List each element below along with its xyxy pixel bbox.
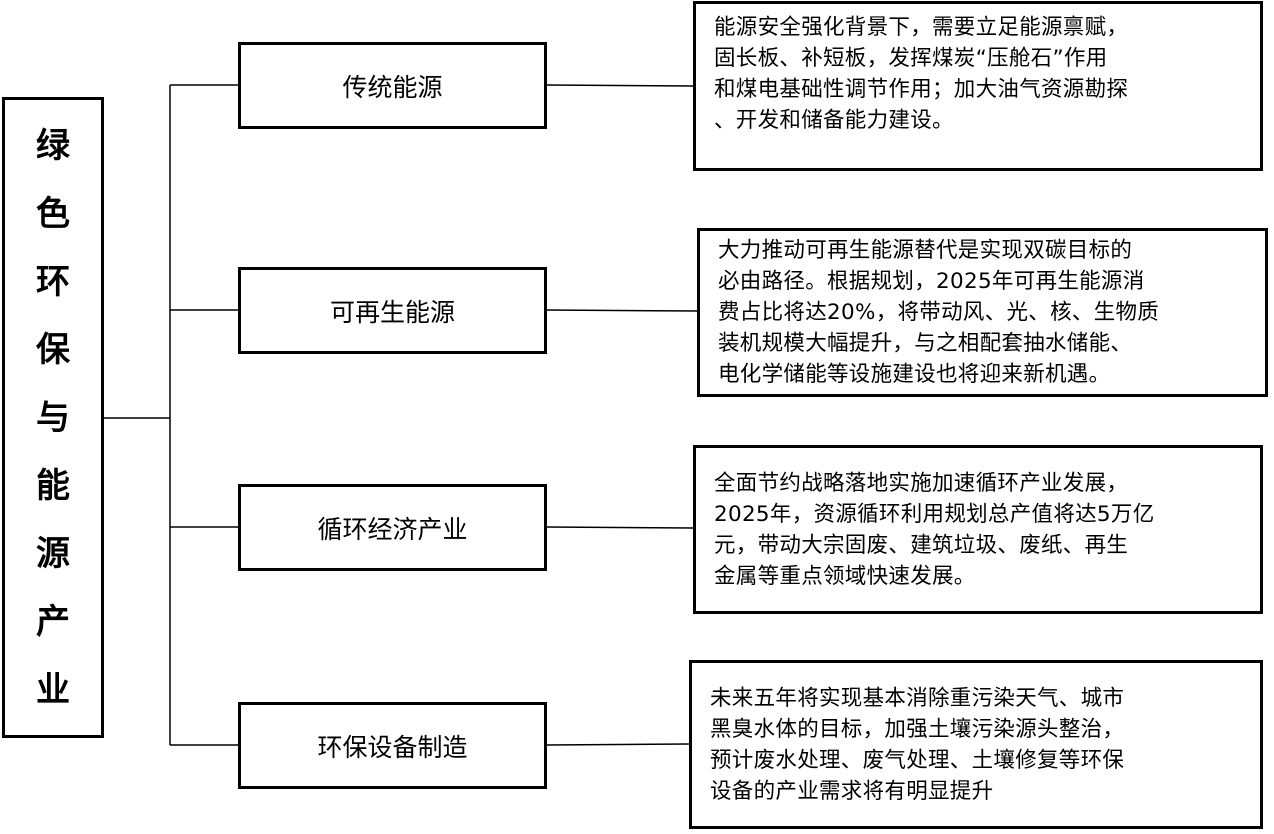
root-char: 环 [36,261,70,302]
root-char: 绿 [36,125,70,166]
desc-circular-economy: 全面节约战略落地实施加速循环产业发展， 2025年，资源循环利用规划总产值将达5… [693,445,1263,614]
desc-line: 固长板、补短板，发挥煤炭“压舱石”作用 [714,46,1108,71]
desc-line: 预计废水处理、废气处理、土壤修复等环保 [710,748,1125,773]
desc-line: 、开发和储备能力建设。 [714,108,954,133]
branch-node-traditional-energy: 传统能源 [238,42,547,129]
branch-node-env-equipment: 环保设备制造 [238,702,547,789]
root-char: 能 [36,465,70,506]
root-char: 产 [36,601,70,642]
desc-connector [545,743,690,746]
desc-line: 金属等重点领域快速发展。 [714,564,976,589]
desc-line: 能源安全强化背景下，需要立足能源禀赋， [714,15,1129,40]
root-char: 色 [36,193,70,234]
root-node: 绿 色 环 保 与 能 源 产 业 [2,97,104,738]
desc-line: 设备的产业需求将有明显提升 [710,779,994,804]
root-char: 保 [36,329,70,370]
desc-line: 全面节约战略落地实施加速循环产业发展， [714,471,1129,496]
desc-connector [545,526,694,529]
branch-node-renewable-energy: 可再生能源 [238,267,547,354]
desc-line: 2025年，资源循环利用规划总产值将达5万亿 [714,502,1155,527]
desc-connector [545,309,698,312]
desc-line: 费占比将达20%，将带动风、光、核、生物质 [718,300,1160,325]
desc-line: 黑臭水体的目标，加强土壤污染源头整治， [710,717,1125,742]
desc-line: 和煤电基础性调节作用；加大油气资源勘探 [714,77,1129,102]
desc-line: 必由路径。根据规划，2025年可再生能源消 [718,269,1145,294]
root-char: 业 [36,669,70,710]
desc-line: 元，带动大宗固废、建筑垃圾、废纸、再生 [714,533,1129,558]
desc-traditional-energy: 能源安全强化背景下，需要立足能源禀赋， 固长板、补短板，发挥煤炭“压舱石”作用 … [693,1,1263,171]
desc-line: 未来五年将实现基本消除重污染天气、城市 [710,686,1125,711]
desc-connector [545,84,694,87]
root-char: 与 [36,397,70,438]
desc-line: 大力推动可再生能源替代是实现双碳目标的 [718,238,1133,263]
root-char: 源 [36,533,70,574]
desc-line: 电化学储能等设施建设也将迎来新机遇。 [718,362,1111,387]
desc-renewable-energy: 大力推动可再生能源替代是实现双碳目标的 必由路径。根据规划，2025年可再生能源… [697,228,1268,397]
branch-node-circular-economy: 循环经济产业 [238,484,547,571]
desc-env-equipment: 未来五年将实现基本消除重污染天气、城市 黑臭水体的目标，加强土壤污染源头整治， … [689,660,1263,829]
desc-line: 装机规模大幅提升，与之相配套抽水储能、 [718,331,1133,356]
